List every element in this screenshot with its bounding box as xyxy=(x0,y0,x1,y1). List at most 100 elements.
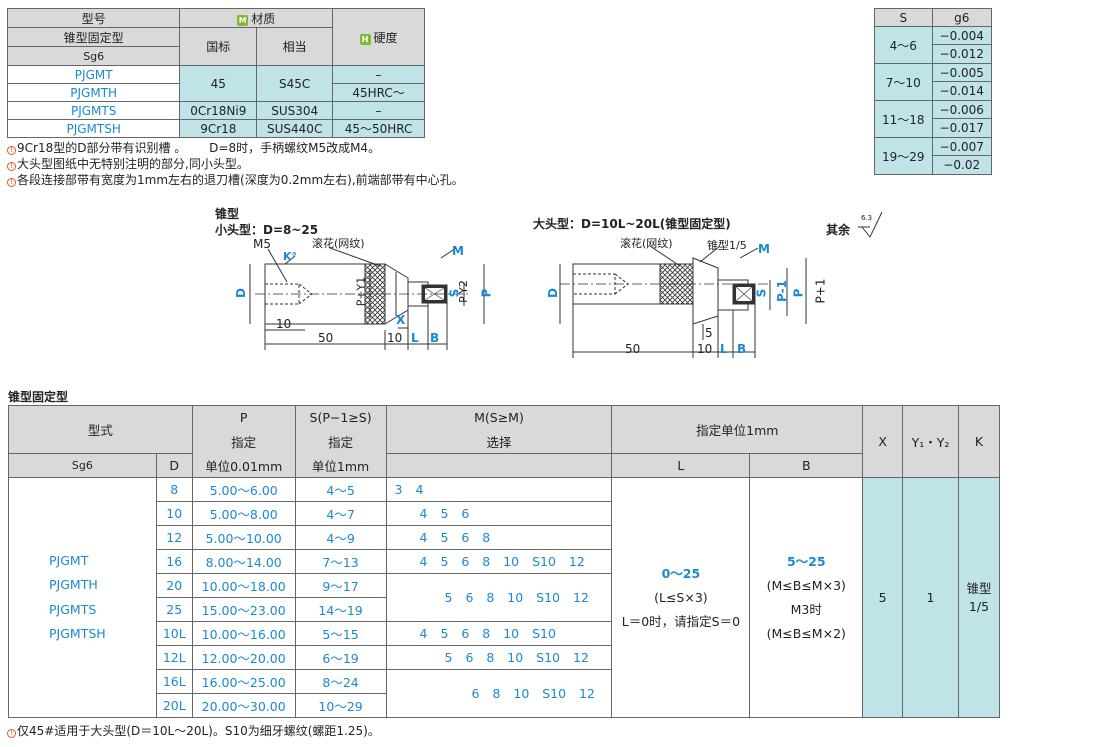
b-note-2: M3时 xyxy=(790,601,822,617)
range-cell: 19～29 xyxy=(874,137,933,175)
tolerance-table: S g6 4～6−0.004 −0.012 7～10−0.005 −0.014 … xyxy=(874,8,992,175)
l-cell: 0～25 (L≤S×3) L＝0时，请指定S＝0 xyxy=(611,477,751,718)
header-m-sub: 选择 xyxy=(385,429,613,454)
m-cell: 4 5 6 xyxy=(385,501,613,526)
m-cell: 5 6 8 10 S10 12 xyxy=(385,573,613,622)
d-cell: 10 xyxy=(155,501,193,526)
m-cell: 4 5 6 8 xyxy=(385,525,613,550)
label-50b: 50 xyxy=(625,342,641,356)
hard-cell: – xyxy=(332,101,425,120)
model-name: PJGMTS xyxy=(49,601,97,617)
p-cell: 15.00～23.00 xyxy=(191,597,296,622)
y-value: 1 xyxy=(902,477,959,718)
p-cell: 16.00～25.00 xyxy=(191,669,296,694)
x-value: 5 xyxy=(862,477,904,718)
m-cell: 4 5 6 8 10 S10 xyxy=(385,621,613,646)
p-cell: 10.00～16.00 xyxy=(191,621,296,646)
model-name: PJGMTSH xyxy=(49,626,106,641)
note-3: !各段连接部带有宽度为1mm左右的退刀槽(深度为0.2mm左右),前端部带有中心… xyxy=(7,173,464,188)
header-s: S xyxy=(874,8,933,27)
hard-cell: 45HRC～ xyxy=(332,83,425,102)
eq-cell: S45C xyxy=(256,65,334,102)
label-b: B xyxy=(430,331,440,345)
header-s-sub: 指定 xyxy=(294,429,387,454)
hard-cell: – xyxy=(332,65,425,84)
s-cell: 8～24 xyxy=(294,669,387,694)
header-type: 锥型固定型 xyxy=(6,27,181,47)
model-cell: PJGMT xyxy=(6,65,181,84)
s-cell: 10～29 xyxy=(294,693,387,718)
note-1: !9Cr18型的D部分带有识别槽 。 D=8时，手柄螺纹M5改成M4。 xyxy=(7,141,380,156)
note-bottom: !仅45#适用于大头型(D＝10L～20L)。S10为细牙螺纹(螺距1.25)。 xyxy=(7,724,380,739)
l-note-2: L＝0时，请指定S＝0 xyxy=(621,613,741,629)
label-pp1: P+1 xyxy=(813,278,828,304)
technical-drawing xyxy=(249,211,883,358)
upper-cell: −0.004 xyxy=(931,26,992,45)
model-name: PJGMT xyxy=(49,552,89,568)
model-cell: PJGMTH xyxy=(6,83,181,102)
header-unit: 指定单位1mm xyxy=(611,405,864,454)
model-cell: PJGMTS xyxy=(6,101,181,120)
s-cell: 7～13 xyxy=(294,549,387,574)
header-type: 型式 xyxy=(8,405,193,454)
hard-cell: 45～50HRC xyxy=(332,119,425,138)
p-cell: 10.00～18.00 xyxy=(191,573,296,598)
label-k: K° xyxy=(283,250,298,263)
label-s: S xyxy=(447,288,462,298)
label-10b: 10 xyxy=(387,331,403,345)
label-l-2: L xyxy=(720,342,728,356)
header-sg6: Sg6 xyxy=(8,453,157,478)
small-head-drawing xyxy=(249,247,485,350)
s-cell: 4～9 xyxy=(294,525,387,550)
gb-cell: 9Cr18 xyxy=(179,119,258,138)
b-note-3: (M≤B≤M×2) xyxy=(766,625,846,641)
b-cell: 5～25 (M≤B≤M×3) M3时 (M≤B≤M×2) xyxy=(749,477,864,718)
p-cell: 5.00～6.00 xyxy=(191,477,296,502)
label-l: L xyxy=(411,331,419,345)
small-title-1: 锥型 xyxy=(215,207,240,221)
header-p: P xyxy=(191,405,296,430)
m-cell: 4 5 6 8 10 S10 12 xyxy=(385,549,613,574)
lower-cell: −0.017 xyxy=(931,118,992,138)
label-p: P xyxy=(479,288,494,298)
lower-cell: −0.02 xyxy=(931,155,992,175)
header-xiangdang: 相当 xyxy=(256,27,334,66)
note-marker-icon: ! xyxy=(7,162,16,171)
header-p-unit: 单位0.01mm xyxy=(191,453,296,478)
label-taper: 锥型1/5 xyxy=(707,239,747,252)
header-x: X xyxy=(862,405,904,478)
d-cell: 8 xyxy=(155,477,193,502)
header-d: D xyxy=(155,453,193,478)
large-head-drawing xyxy=(559,211,883,358)
label-s-2: S xyxy=(754,288,769,298)
label-d-2: D xyxy=(545,288,560,298)
header-b: B xyxy=(749,453,864,478)
lower-cell: −0.014 xyxy=(931,81,992,101)
label-10c: 10 xyxy=(697,342,713,356)
label-m: M xyxy=(452,244,464,258)
p-cell: 8.00～14.00 xyxy=(191,549,296,574)
label-p-2: P xyxy=(791,288,806,298)
note-marker-icon: ! xyxy=(7,178,16,187)
model-cell: PJGMTSH xyxy=(6,119,181,138)
d-cell: 12 xyxy=(155,525,193,550)
upper-cell: −0.006 xyxy=(931,100,992,119)
label-50a: 50 xyxy=(318,331,334,345)
upper-cell: −0.007 xyxy=(931,137,992,156)
label-rest: 其余 xyxy=(826,223,851,237)
s-cell: 4～5 xyxy=(294,477,387,502)
s-cell: 5～15 xyxy=(294,621,387,646)
l-note-1: (L≤S×3) xyxy=(654,589,708,605)
note-marker-icon: ! xyxy=(7,146,16,155)
d-cell: 25 xyxy=(155,597,193,622)
header-g6: g6 xyxy=(931,8,992,27)
label-pm1: P-1 xyxy=(774,280,789,302)
d-cell: 12L xyxy=(155,645,193,670)
small-title-2: 小头型：D=8~25 xyxy=(215,223,319,237)
header-guobiao: 国标 xyxy=(179,27,258,66)
d-cell: 16 xyxy=(155,549,193,574)
d-cell: 10L xyxy=(155,621,193,646)
